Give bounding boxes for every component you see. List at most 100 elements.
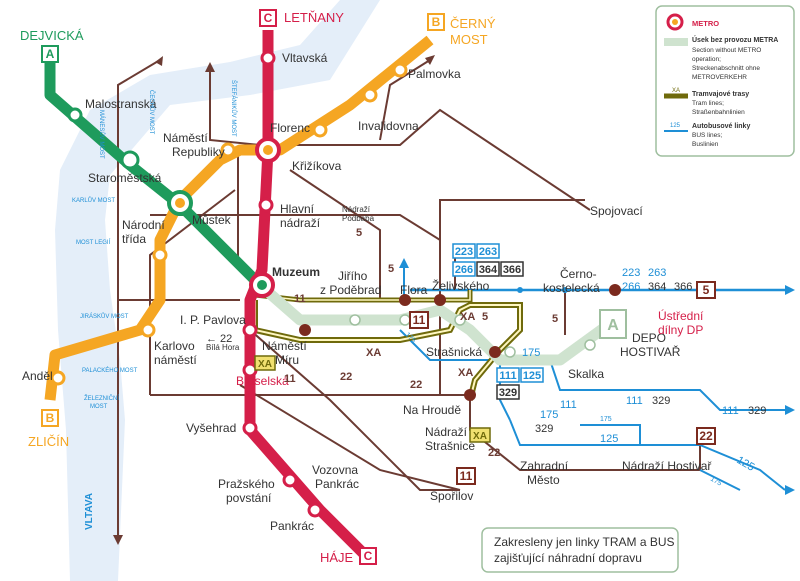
- bus-111-label-2: 111: [626, 395, 643, 407]
- closed-section-markers: [349, 314, 596, 358]
- bus-366-badge: 366: [503, 264, 521, 276]
- label-hlavni-2: nádraží: [280, 216, 321, 230]
- metro-b-badge-south: B: [46, 411, 55, 425]
- note-line-1: Zakresleny jen linky TRAM a BUS: [494, 535, 675, 549]
- label-cerny-most-1: ČERNÝ: [450, 16, 496, 31]
- label-ip-pavlova: I. P. Pavlova: [180, 313, 246, 327]
- tram-11-badge: 11: [413, 313, 426, 327]
- tram-22-label: 22: [340, 371, 352, 383]
- label-florenc: Florenc: [270, 121, 310, 135]
- label-vltava: VLTAVA: [84, 493, 95, 530]
- bus-125-badge: 125: [523, 370, 541, 382]
- label-podbaba-1: Nádraží: [342, 205, 371, 214]
- legend-bus-num: 125: [670, 123, 681, 129]
- label-nadrazi-strasnice-2: Strašnice: [425, 439, 475, 453]
- label-namesti-republiky-2: Republiky: [172, 145, 225, 159]
- tram-xa-label-3: XA: [458, 367, 473, 379]
- metro-line-a: [44, 60, 264, 289]
- label-prazske-2: povstání: [226, 491, 272, 505]
- bus-223-label: 223: [622, 267, 640, 279]
- label-hlavni-1: Hlavní: [280, 202, 315, 216]
- bus-223-badge: 223: [455, 246, 473, 258]
- label-palmovka: Palmovka: [408, 67, 461, 81]
- label-stefanikuv-most: ŠTEFÁNIKŮV MOST: [230, 80, 237, 137]
- label-prazske-1: Pražského: [218, 477, 275, 491]
- legend-tram-title: Tramvajové trasy: [692, 91, 749, 98]
- label-zahradni-2: Město: [527, 473, 560, 487]
- label-nadrazi-strasnice-1: Nádraží: [425, 425, 468, 439]
- label-na-hroude: Na Hroudě: [403, 403, 461, 417]
- bus-263-badge: 263: [479, 246, 497, 258]
- label-malostranska: Malostranská: [85, 97, 157, 111]
- label-namesti-miru-1: Náměstí: [262, 339, 307, 353]
- label-depo-1: DEPO: [632, 331, 666, 345]
- tram-11-label-2: 11: [284, 373, 296, 385]
- tram-11-badge-2: 11: [460, 469, 473, 483]
- tram-5-label-4: 5: [482, 311, 488, 323]
- label-nadrazi-hostivar: Nádraží Hostivař: [622, 459, 712, 473]
- label-zeleznicni-2: MOST: [90, 404, 108, 410]
- tram-xa-label-2: XA: [460, 311, 475, 323]
- metro-c-badge-north: C: [264, 11, 273, 25]
- bus-175-label-4: 175: [709, 476, 723, 488]
- tram-5-label-3: 5: [552, 313, 558, 325]
- label-zelivskeho: Želivského: [432, 278, 490, 293]
- bus-329-label: 329: [535, 423, 553, 435]
- label-vozovna-1: Vozovna: [312, 463, 358, 477]
- bus-111-badge: 111: [499, 370, 516, 382]
- label-ustredni-2: dílny DP: [658, 323, 703, 337]
- label-cerny-most-2: MOST: [450, 32, 488, 47]
- label-muzeum: Muzeum: [272, 265, 320, 279]
- tram-5-label-2: 5: [356, 227, 362, 239]
- bus-175-label-3: 175: [404, 331, 417, 344]
- label-krizikova: Křižíkova: [292, 159, 342, 173]
- tram-5-badge: 5: [703, 283, 710, 297]
- label-dejvicka: DEJVICKÁ: [20, 28, 84, 43]
- label-andel: Anděl: [22, 369, 53, 383]
- label-jiraskuv-most: JIRÁSKŮV MOST: [80, 313, 129, 320]
- tram-11-label: 11: [294, 293, 306, 305]
- bus-329-badge: 329: [499, 387, 517, 399]
- bus-364-label: 364: [648, 281, 666, 293]
- label-flora: Flora: [400, 283, 428, 297]
- label-vozovna-2: Pankrác: [315, 477, 359, 491]
- tram-5-label: 5: [388, 263, 394, 275]
- metro-b-badge-north: B: [432, 15, 441, 29]
- label-staromestska: Staroměstská: [88, 171, 162, 185]
- label-arrow-22: ← 22: [206, 333, 232, 345]
- vltava-river: [55, 0, 380, 581]
- label-vltavska: Vltavská: [282, 51, 328, 65]
- legend-tram-text-1: Tram lines;: [692, 100, 724, 107]
- bus-175-label-2: 175: [600, 416, 612, 423]
- bus-266-label: 266: [622, 281, 640, 293]
- bus-175-label-5: 175: [540, 409, 558, 421]
- label-depo-2: HOSTIVAŘ: [620, 344, 681, 359]
- tram-xa-badge: XA: [258, 359, 272, 370]
- bus-263-label: 263: [648, 267, 666, 279]
- label-palackeho-most: PALACKÉHO MOST: [82, 367, 138, 374]
- label-podbaba-2: Podbaba: [342, 214, 375, 223]
- legend-closed-title: Úsek bez provozu METRA: [692, 35, 778, 44]
- label-jiriho-2: z Poděbrad: [320, 283, 381, 297]
- label-namesti-republiky-1: Náměstí: [163, 131, 208, 145]
- tram-xa-badge-2: XA: [473, 431, 487, 442]
- tram-arrows: [113, 55, 435, 545]
- label-sporilov: Spořilov: [430, 489, 473, 503]
- label-namesti-miru-2: Míru: [275, 353, 299, 367]
- bus-266-badge: 266: [455, 264, 473, 276]
- legend-closed-text-2: operation;: [692, 56, 721, 63]
- label-pankrac: Pankrác: [270, 519, 314, 533]
- label-zahradni-1: Zahradní: [520, 459, 569, 473]
- label-karlovo-1: Karlovo: [154, 339, 195, 353]
- legend-bus-text-1: BUS lines;: [692, 132, 723, 139]
- label-invalidovna: Invalidovna: [358, 119, 419, 133]
- bus-111-label: 111: [560, 399, 577, 411]
- legend: METRO Úsek bez provozu METRA Section wit…: [655, 5, 795, 157]
- bus-329-label-3: 329: [748, 405, 766, 417]
- legend-closed-text-3: Streckenabschnitt ohne: [692, 65, 760, 72]
- label-narodni-1: Národní: [122, 218, 165, 232]
- legend-metro-title: METRO: [692, 19, 719, 28]
- label-strasnicka: Strašnická: [426, 345, 482, 359]
- tram-22-label-3: 22: [488, 447, 500, 459]
- direction-arrows: [399, 258, 795, 495]
